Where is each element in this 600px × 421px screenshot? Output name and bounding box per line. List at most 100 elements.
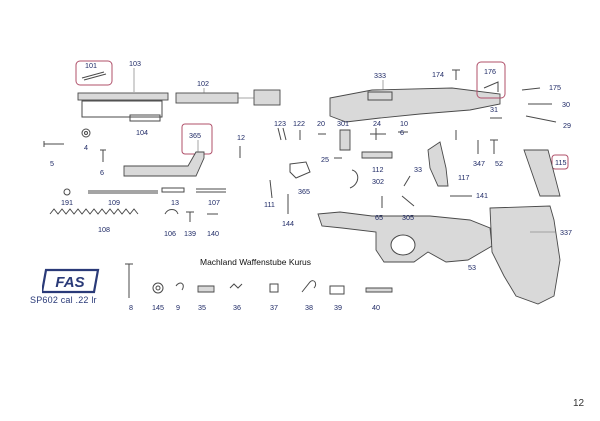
part-label: 12 xyxy=(237,133,245,142)
part-115-drawing xyxy=(523,149,561,197)
part-5-drawing xyxy=(43,141,64,147)
part-39-drawing xyxy=(329,285,345,295)
part-label: 104 xyxy=(136,128,148,137)
part-52-drawing xyxy=(490,139,498,154)
part-label: 31 xyxy=(490,105,498,114)
part-33-drawing xyxy=(403,175,411,187)
part-label: 106 xyxy=(164,229,176,238)
part-label: 365 xyxy=(189,131,201,140)
part-139-drawing xyxy=(186,211,194,222)
part-8-drawing xyxy=(125,263,133,298)
part-label: 33 xyxy=(414,165,422,174)
part-label: 39 xyxy=(334,303,342,312)
part-191-drawing xyxy=(63,188,71,196)
part-104b-drawing xyxy=(129,114,161,122)
part-112-drawing xyxy=(361,151,393,159)
part-6-drawing xyxy=(100,149,106,162)
part-38-drawing xyxy=(301,280,317,293)
page-number: 12 xyxy=(573,398,585,409)
part-9-drawing xyxy=(175,282,184,291)
part-label: 6 xyxy=(400,128,404,137)
part-102-head-drawing xyxy=(253,89,281,106)
part-123-drawing xyxy=(277,127,287,141)
part-label: 5 xyxy=(50,159,54,168)
part-109-drawing xyxy=(88,190,158,194)
part-label: 13 xyxy=(171,198,179,207)
part-305-drawing xyxy=(401,195,415,207)
model-label: SP602 cal .22 lr xyxy=(30,295,97,305)
part-label: 25 xyxy=(321,155,329,164)
part-37-drawing xyxy=(269,283,279,293)
part-label: 6 xyxy=(100,168,104,177)
part-label: 20 xyxy=(317,119,325,128)
part-label: 144 xyxy=(282,219,294,228)
part-label: 101 xyxy=(85,61,97,70)
part-label: 9 xyxy=(176,303,180,312)
part-label: 29 xyxy=(563,121,571,130)
part-302-drawing xyxy=(349,169,359,189)
part-111-drawing xyxy=(269,179,273,199)
part-label: 4 xyxy=(84,143,88,152)
part-label: 305 xyxy=(402,213,414,222)
part-label: 52 xyxy=(495,159,503,168)
part-333-frame-drawing xyxy=(329,87,501,123)
part-107-drawing xyxy=(196,188,226,193)
part-36-drawing xyxy=(229,283,243,289)
part-label: 140 xyxy=(207,229,219,238)
part-174-drawing xyxy=(452,69,460,80)
part-label: 117 xyxy=(458,173,469,182)
part-label: 333 xyxy=(374,71,386,80)
part-175-drawing xyxy=(521,87,541,91)
part-label: 115 xyxy=(555,158,566,167)
part-365-drawing xyxy=(123,151,205,177)
part-label: 36 xyxy=(233,303,241,312)
part-108-spring-drawing xyxy=(49,208,139,215)
part-label: 191 xyxy=(61,198,73,207)
diagram-caption: Machland Waffenstube Kurus xyxy=(200,257,312,267)
part-337-grip-drawing xyxy=(489,205,561,305)
part-label: 37 xyxy=(270,303,278,312)
part-label: 38 xyxy=(305,303,313,312)
part-102-drawing xyxy=(175,92,239,104)
part-35-drawing xyxy=(197,285,215,293)
part-label: 123 xyxy=(274,119,286,128)
part-label: 175 xyxy=(549,83,561,92)
part-label: 176 xyxy=(484,67,496,76)
part-104-drawing xyxy=(81,100,163,118)
part-label: 102 xyxy=(197,79,209,88)
logo-text: FAS xyxy=(55,274,84,291)
part-label: 337 xyxy=(560,228,572,237)
part-145-drawing xyxy=(152,282,164,294)
part-117-drawing xyxy=(427,141,449,187)
part-label: 30 xyxy=(562,100,570,109)
part-label: 174 xyxy=(432,70,444,79)
part-103-drawing xyxy=(77,92,169,101)
fas-logo: FAS xyxy=(42,268,100,294)
part-label: 139 xyxy=(184,229,196,238)
part-4-drawing xyxy=(81,128,91,138)
part-365b-drawing xyxy=(289,161,311,179)
part-label: 108 xyxy=(98,225,110,234)
part-101-drawing xyxy=(81,71,107,81)
part-176-highlight-box xyxy=(476,61,506,99)
part-29-drawing xyxy=(525,115,557,123)
part-24-drawing xyxy=(370,128,386,140)
part-label: 109 xyxy=(108,198,120,207)
part-label: 24 xyxy=(373,119,381,128)
part-label: 112 xyxy=(372,165,383,174)
part-label: 53 xyxy=(468,263,476,272)
part-label: 107 xyxy=(208,198,220,207)
part-label: 122 xyxy=(293,119,305,128)
part-label: 301 xyxy=(337,119,349,128)
part-label: 10 xyxy=(400,119,408,128)
part-label: 40 xyxy=(372,303,380,312)
part-label: 8 xyxy=(129,303,133,312)
part-301-drawing xyxy=(339,129,351,151)
part-label: 65 xyxy=(375,213,383,222)
part-101-highlight-box xyxy=(75,60,113,86)
part-label: 35 xyxy=(198,303,206,312)
part-40-drawing xyxy=(365,287,393,293)
part-106-drawing xyxy=(164,209,179,215)
part-115-highlight-box xyxy=(551,154,569,170)
